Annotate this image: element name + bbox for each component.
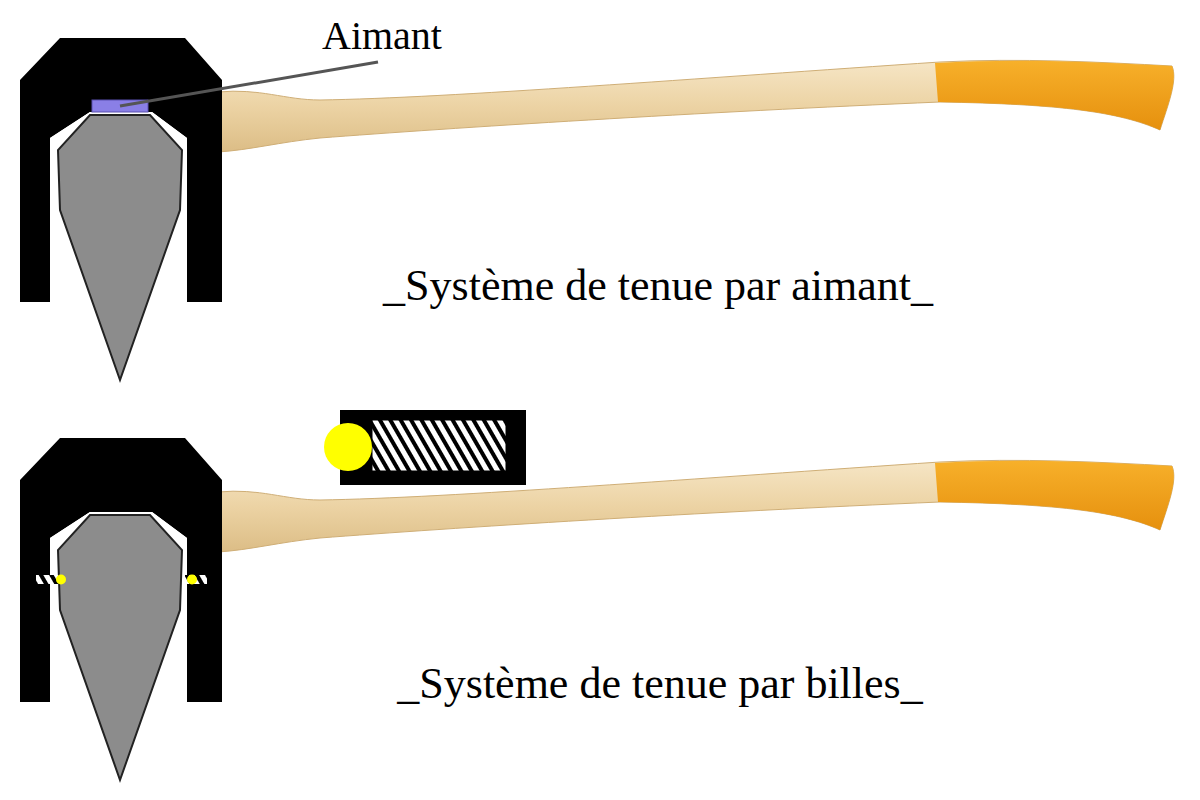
- leader-line: [120, 62, 378, 106]
- axe-balls: [20, 438, 1174, 780]
- spring: [185, 575, 207, 584]
- part-name: Aimant: [322, 14, 442, 58]
- ball: [324, 423, 372, 471]
- axe-magnet: [20, 38, 1174, 380]
- spring: [36, 575, 58, 584]
- ball: [187, 575, 197, 585]
- axe-handle: [218, 60, 1174, 152]
- figure-caption: _Système de tenue par aimant_: [383, 262, 933, 310]
- axe-blade: [58, 515, 182, 780]
- axe-blade: [58, 115, 182, 380]
- ball: [56, 575, 66, 585]
- ball-detail: [324, 410, 526, 485]
- figure-caption: _Système de tenue par billes_: [397, 660, 922, 708]
